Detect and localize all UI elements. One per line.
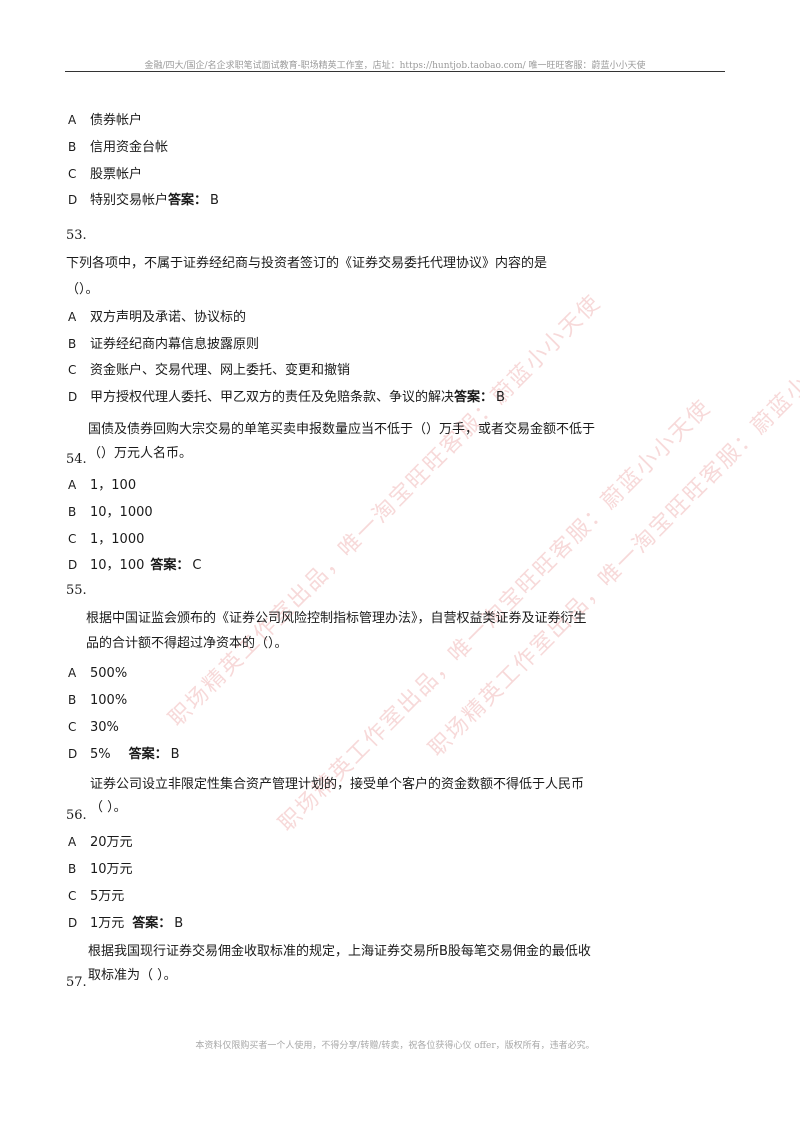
header-divider <box>65 71 725 72</box>
question-stem: 品的合计额不得超过净资本的（）。 <box>86 636 288 651</box>
answer-label: 答案： <box>128 747 168 762</box>
answer-label: 答案： <box>132 916 172 931</box>
question-stem: （）万元人名币。 <box>88 446 193 461</box>
question-stem: 下列各项中，不属于证券经纪商与投资者签订的《证券交易委托代理协议》内容的是 <box>66 256 548 271</box>
page-header: 金融/四大/国企/名企求职笔试面试教育-职场精英工作室，店址：https://h… <box>144 61 646 71</box>
question-number: 54. <box>66 452 87 467</box>
question-stem: （）。 <box>66 282 99 297</box>
question-number: 53. <box>66 228 87 243</box>
question-stem: 取标准为（ ）。 <box>88 968 177 983</box>
question-stem: 根据我国现行证券交易佣金收取标准的规定，上海证券交易所B股每笔交易佣金的最低收 <box>88 944 591 959</box>
question-stem: （ ）。 <box>90 800 127 815</box>
question-number: 55. <box>66 583 87 598</box>
page-footer: 本资料仅限购买者一个人使用，不得分享/转赠/转卖，祝各位获得心仪 offer，版… <box>195 1041 595 1051</box>
answer-value: B <box>170 747 180 762</box>
question-stem: 证券公司设立非限定性集合资产管理计划的，接受单个客户的资金数额不得低于人民币 <box>90 777 585 792</box>
answer-label: 答案： <box>168 193 208 208</box>
question-number: 56. <box>66 808 87 823</box>
question-stem: 国债及债券回购大宗交易的单笔买卖申报数量应当不低于（）万手，或者交易金额不低于 <box>88 422 596 437</box>
question-stem: 根据中国证监会颁布的《证券公司风险控制指标管理办法》，自营权益类证券及证券衍生 <box>86 611 587 626</box>
question-number: 57. <box>66 975 87 990</box>
answer-value: B <box>210 193 219 208</box>
answer-value: B <box>496 390 505 405</box>
answer-value: C <box>192 558 202 573</box>
answer-value: B <box>174 916 184 931</box>
answer-label: 答案： <box>150 558 190 573</box>
watermark: 职场精英工作室出品，唯一淘宝旺旺客服：蔚蓝小小天使 <box>424 319 800 762</box>
answer-label: 答案： <box>454 390 494 405</box>
